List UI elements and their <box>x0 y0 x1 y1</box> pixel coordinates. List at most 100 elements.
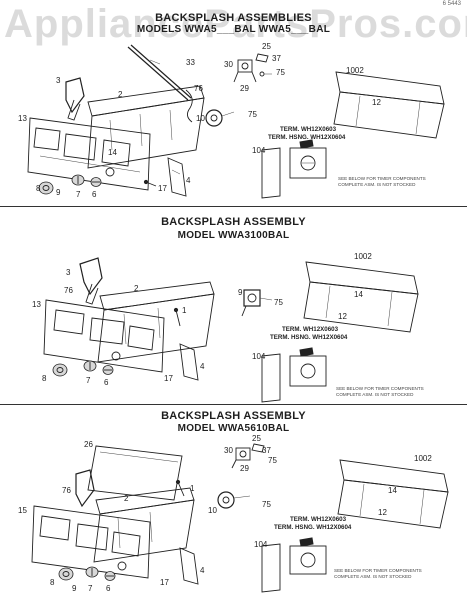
rear-panel-part-2 <box>97 281 215 363</box>
callout-9: 9 <box>72 584 77 593</box>
knob-part-8 <box>38 181 54 195</box>
callout-2: 2 <box>134 284 139 293</box>
callout-2: 2 <box>124 494 129 503</box>
section-3-subtitle: MODEL WWA5610BAL <box>177 423 290 434</box>
end-cap-part-4 <box>179 343 199 381</box>
callout-1002: 1002 <box>354 252 372 261</box>
timer-dial-part-10 <box>205 109 235 127</box>
callout-75: 75 <box>274 298 283 307</box>
terminal-part-label: TERM. WH12X0603 <box>280 126 337 133</box>
callout-1002: 1002 <box>414 454 432 463</box>
callout-6: 6 <box>92 190 97 199</box>
control-panel-part-15 <box>31 505 151 579</box>
screw-part-1 <box>175 479 185 497</box>
callout-14: 14 <box>354 290 363 299</box>
callout-8: 8 <box>42 374 47 383</box>
callout-75: 75 <box>268 456 277 465</box>
terminal-housing-part-label: TERM. HSNG. WH12X0604 <box>270 334 348 341</box>
callout-25: 25 <box>262 42 271 51</box>
timer-part-104 <box>261 537 327 593</box>
section-2-subtitle: MODEL WWA3100BAL <box>177 230 290 241</box>
bracket-part-3 <box>65 77 85 121</box>
callout-1: 1 <box>182 306 187 315</box>
terminal-part-label: TERM. WH12X0603 <box>290 516 347 523</box>
timer-note-line-2: COMPLETE ASM. IS NOT STOCKED <box>334 574 412 579</box>
clip-part-37 <box>255 53 269 63</box>
switch-assembly-part-29 <box>231 447 251 469</box>
terminal-housing-part-label: TERM. HSNG. WH12X0604 <box>268 134 346 141</box>
timer-note-line-2: COMPLETE ASM. IS NOT STOCKED <box>338 182 416 187</box>
timer-note-line-1: SEE BELOW FOR TIMER COMPONENTS <box>334 568 422 573</box>
callout-29: 29 <box>240 84 249 93</box>
knob-part-7 <box>83 360 97 372</box>
callout-30: 30 <box>224 60 233 69</box>
screw-part-17 <box>143 179 157 187</box>
callout-9: 9 <box>56 188 61 197</box>
callout-26: 26 <box>84 440 93 449</box>
knob-part-8 <box>52 363 68 377</box>
section-divider-1 <box>0 206 467 207</box>
callout-104: 104 <box>254 540 268 549</box>
rear-panel-part-2 <box>87 85 205 169</box>
callout-10: 10 <box>208 506 217 515</box>
callout-17: 17 <box>160 578 169 587</box>
callout-4: 4 <box>186 176 191 185</box>
callout-7: 7 <box>86 376 91 385</box>
rear-cover-part-1002 <box>337 459 449 529</box>
callout-1: 1 <box>190 484 195 493</box>
bracket-part-3 <box>79 257 103 305</box>
clip-part-37 <box>251 443 265 453</box>
control-panel-part-13 <box>27 117 151 191</box>
knob-part-7 <box>71 174 85 186</box>
page-code: 6 5443 <box>442 1 461 7</box>
callout-7: 7 <box>76 190 81 199</box>
callout-17: 17 <box>158 184 167 193</box>
watermark: AppliancePartsPros.com <box>4 2 467 46</box>
knob-part-6 <box>90 177 102 187</box>
callout-10: 10 <box>196 114 205 123</box>
knob-part-7 <box>85 566 99 578</box>
rear-cover-part-1002 <box>333 71 445 139</box>
end-cap-part-4 <box>167 157 187 197</box>
callout-33: 33 <box>186 58 195 67</box>
section-divider-2 <box>0 404 467 405</box>
knob-part-8 <box>58 567 74 581</box>
terminal-part-label: TERM. WH12X0603 <box>282 326 339 333</box>
callout-6: 6 <box>104 378 109 387</box>
section-2-title: BACKSPLASH ASSEMBLY <box>161 216 306 228</box>
knob-part-6 <box>102 365 114 375</box>
callout-104: 104 <box>252 146 266 155</box>
callout-13: 13 <box>32 300 41 309</box>
callout-76: 76 <box>194 84 203 93</box>
callout-76: 76 <box>64 286 73 295</box>
section-1-title: BACKSPLASH ASSEMBLIES <box>155 12 312 24</box>
control-panel-part-13 <box>43 299 165 373</box>
callout-1002: 1002 <box>346 66 364 75</box>
callout-3: 3 <box>56 76 61 85</box>
screw-part-1 <box>173 307 181 327</box>
callout-17: 17 <box>164 374 173 383</box>
knob-part-6 <box>104 571 116 581</box>
callout-75b: 75 <box>248 110 257 119</box>
timer-note-line-1: SEE BELOW FOR TIMER COMPONENTS <box>336 386 424 391</box>
callout-12: 12 <box>338 312 347 321</box>
timer-note-line-1: SEE BELOW FOR TIMER COMPONENTS <box>338 176 426 181</box>
spring-part-75 <box>259 71 272 77</box>
top-trim-part-26 <box>87 445 183 501</box>
section-3-title: BACKSPLASH ASSEMBLY <box>161 410 306 422</box>
callout-2: 2 <box>118 90 123 99</box>
callout-3: 3 <box>66 268 71 277</box>
callout-6: 6 <box>106 584 111 593</box>
callout-75: 75 <box>276 68 285 77</box>
callout-30: 30 <box>224 446 233 455</box>
section-1-subtitle: MODELS WWA5___BAL WWA5___BAL <box>136 24 331 35</box>
callout-29: 29 <box>240 464 249 473</box>
switch-part-9 <box>241 289 273 317</box>
timer-dial-part-10 <box>217 491 251 509</box>
callout-76: 76 <box>62 486 71 495</box>
callout-8: 8 <box>36 184 41 193</box>
callout-75b: 75 <box>262 500 271 509</box>
